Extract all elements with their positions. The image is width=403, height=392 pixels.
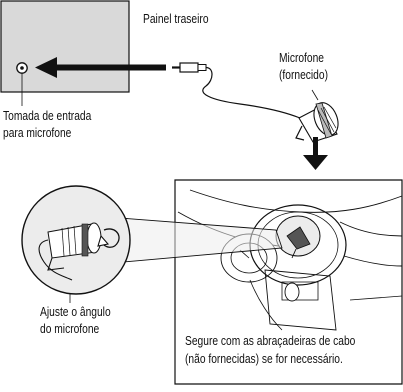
- rear-panel-label: Painel traseiro: [143, 12, 209, 26]
- mini-plug: [172, 62, 207, 73]
- microphone-label-line2: (fornecido): [279, 68, 328, 82]
- adjust-angle-label-line2: do microfone: [40, 322, 100, 336]
- rear-panel: [0, 0, 130, 93]
- magnifier-detail: [21, 185, 131, 295]
- adjust-angle-label-line1: Ajuste o ângulo: [40, 305, 111, 319]
- input-jack-label-line1: Tomada de entrada: [3, 109, 92, 123]
- mic-cable: [202, 66, 301, 119]
- mic-input-jack: [16, 62, 28, 74]
- insert-arrow: [35, 57, 166, 78]
- microphone: [295, 102, 339, 143]
- secure-cable-label-line2: (não fornecidas) se for necessário.: [185, 352, 343, 366]
- microphone-leader-line: [311, 89, 319, 101]
- down-arrow: [303, 137, 328, 170]
- microphone-label-line1: Microfone: [279, 51, 325, 65]
- secure-cable-label-line1: Segure com as abraçadeiras de cabo: [185, 334, 356, 348]
- input-jack-label-line2: para microfone: [3, 126, 72, 140]
- zoom-connector: [119, 217, 283, 263]
